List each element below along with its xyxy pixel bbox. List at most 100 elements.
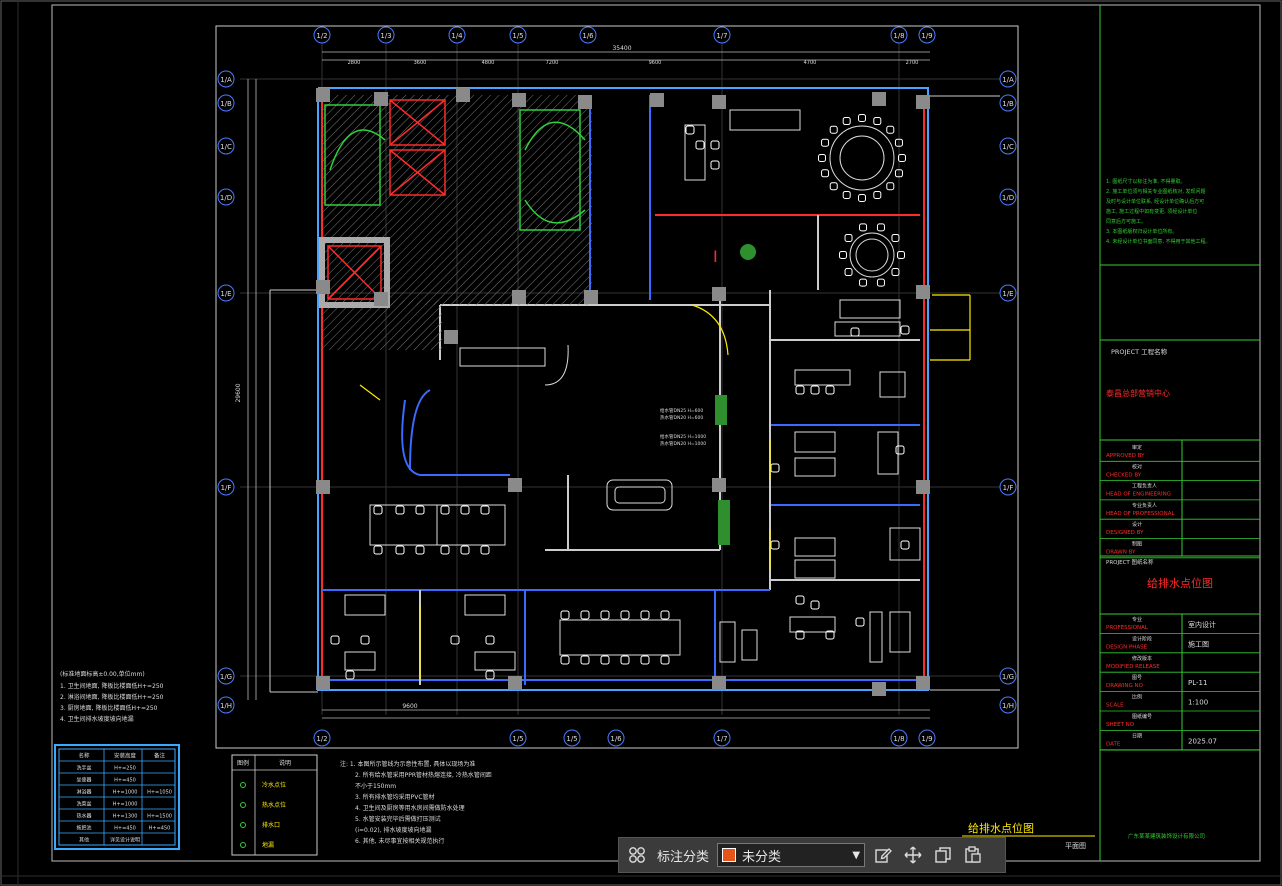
notes-line: 2. 淋浴间地面, 降板比楼面低H+=250 xyxy=(60,693,164,701)
svg-text:1/3: 1/3 xyxy=(380,32,391,40)
signature-row-cn: 校对 xyxy=(1132,463,1142,470)
grid-bubble-top-0: 1/2 xyxy=(313,26,331,44)
legend-cell: H+=1000 xyxy=(113,801,138,807)
symbol-icon xyxy=(240,782,246,788)
symbol-legend-label: 冷水点位 xyxy=(262,781,286,789)
svg-text:1/8: 1/8 xyxy=(893,32,904,40)
signature-row-cn: 专业负责人 xyxy=(1132,502,1157,509)
grid-bubble-left-4: 1/E xyxy=(217,284,235,302)
water-point-label: 热水管DN20 H=600 xyxy=(660,414,703,421)
grid-bubble-bottom-1: 1/5 xyxy=(509,729,527,747)
signature-row-en: CHECKED BY xyxy=(1106,472,1142,478)
svg-text:1/6: 1/6 xyxy=(610,735,622,743)
svg-text:1/D: 1/D xyxy=(220,194,232,202)
grid-bubble-bottom-4: 1/7 xyxy=(713,729,731,747)
svg-text:1/E: 1/E xyxy=(1002,290,1013,298)
grid-bubble-top-6: 1/8 xyxy=(890,26,908,44)
svg-text:1/9: 1/9 xyxy=(921,32,932,40)
info-row-en: DESIGN PHASE xyxy=(1106,644,1148,650)
general-note-line: 不小于150mm xyxy=(355,782,396,790)
legend-header: 安装高度 xyxy=(114,751,137,759)
category-select[interactable]: 未分类 ▼ xyxy=(717,843,866,867)
info-row-en: PROFESSIONAL xyxy=(1106,625,1149,631)
legend-cell: 详见设计说明 xyxy=(110,836,140,843)
legend-cell: 其他 xyxy=(79,836,89,843)
legend-cell: H+=1500 xyxy=(147,813,172,819)
drawing-area-border xyxy=(215,25,1019,749)
left-notes: (标准地面标高±0.00,单位mm)1. 卫生间地面, 降板比楼面低H+=250… xyxy=(60,670,164,723)
dim-top-label: 3600 xyxy=(414,60,427,66)
symbol-icon xyxy=(240,802,246,808)
svg-text:1/B: 1/B xyxy=(1002,100,1014,108)
dim-bottom-label: 9600 xyxy=(402,703,417,710)
signature-row-cn: 制图 xyxy=(1132,541,1142,548)
signature-row-cn: 审定 xyxy=(1132,444,1142,451)
drawing-scale-label: 平面图 xyxy=(1065,842,1086,850)
info-row-cn: 图纸编号 xyxy=(1132,713,1152,720)
project-label: PROJECT 工程名称 xyxy=(1111,347,1168,356)
legend-cell: 淋浴器 xyxy=(76,788,91,795)
legend-cell: 热水器 xyxy=(76,812,91,819)
grid-bubble-bottom-0: 1/2 xyxy=(313,729,331,747)
grid-bubble-left-7: 1/H xyxy=(217,696,235,714)
structural-columns xyxy=(316,88,930,696)
title-block-note: 1. 图纸尺寸以标注为准, 不得量取。 xyxy=(1106,178,1186,185)
info-row-en: DRAWING NO xyxy=(1106,683,1144,689)
legend-cell: 拖把池 xyxy=(76,824,91,831)
grid-bubble-right-6: 1/G xyxy=(999,667,1017,685)
drawing-name-label: PROJECT 图纸名称 xyxy=(1106,558,1154,566)
grid-bubble-right-3: 1/D xyxy=(999,188,1017,206)
dim-top-label: 4700 xyxy=(804,60,817,66)
move-icon[interactable] xyxy=(901,843,925,867)
general-note-line: (i=0.02), 排水坡度坡向地漏 xyxy=(355,826,432,834)
svg-text:1/D: 1/D xyxy=(1002,194,1014,202)
info-row-en: SHEET NO xyxy=(1106,722,1135,728)
project-name: 泰昌总部营销中心 xyxy=(1106,388,1170,398)
drawing-name: 给排水点位图 xyxy=(1147,576,1213,590)
drawing-title-label: 给排水点位图 xyxy=(968,821,1034,835)
grid-icon[interactable] xyxy=(625,843,649,867)
stairs-and-elevators xyxy=(319,99,586,308)
title-block-note: 2. 施工单位须与相关专业图纸核对, 发现问题 xyxy=(1106,188,1206,195)
water-point-label: 给水管DN25 H=600 xyxy=(660,407,703,414)
grid-bubble-top-2: 1/4 xyxy=(448,26,466,44)
legend-header: 备注 xyxy=(154,751,166,759)
svg-text:1/5: 1/5 xyxy=(512,32,523,40)
grid-bubble-bottom-5: 1/8 xyxy=(890,729,908,747)
svg-text:1/7: 1/7 xyxy=(716,735,727,743)
signature-row-en: HEAD OF PROFESSIONAL xyxy=(1106,511,1176,517)
category-select-value: 未分类 xyxy=(742,849,782,865)
grid-bubble-top-5: 1/7 xyxy=(713,26,731,44)
dim-top-label: 7200 xyxy=(546,60,559,66)
legend-cell: H+=1050 xyxy=(147,789,172,795)
info-row-value: 1:100 xyxy=(1188,699,1208,707)
title-block-content: 1. 图纸尺寸以标注为准, 不得量取。 2. 施工单位须与相关专业图纸核对, 发现… xyxy=(1100,178,1260,840)
legend-cell: H+=1000 xyxy=(113,789,138,795)
svg-text:1/8: 1/8 xyxy=(893,735,904,743)
grid-bubble-top-3: 1/5 xyxy=(509,26,527,44)
title-block-note: 及时与设计单位联系, 经设计单位确认后方可 xyxy=(1106,198,1204,205)
svg-text:1/F: 1/F xyxy=(1003,484,1014,492)
svg-text:1/7: 1/7 xyxy=(716,32,727,40)
paste-icon[interactable] xyxy=(961,843,985,867)
legend-cell: H+=450 xyxy=(114,825,136,831)
svg-text:1/5: 1/5 xyxy=(512,735,523,743)
signature-row-en: APPROVED BY xyxy=(1106,453,1145,459)
signature-row-en: HEAD OF ENGINEERING xyxy=(1106,492,1171,498)
grid-bubble-bottom-3: 1/6 xyxy=(607,729,625,747)
title-block-note: 3. 本图纸版权归设计单位所有。 xyxy=(1106,228,1177,235)
signature-row-cn: 设计 xyxy=(1132,521,1142,528)
grid-bubble-right-7: 1/H xyxy=(999,696,1017,714)
svg-text:1/B: 1/B xyxy=(220,100,232,108)
dim-top-label: 2800 xyxy=(348,60,361,66)
copy-icon[interactable] xyxy=(931,843,955,867)
info-row-en: DATE xyxy=(1106,741,1121,747)
dim-top-label: 9600 xyxy=(649,60,662,66)
svg-text:1/2: 1/2 xyxy=(316,32,327,40)
info-row-cn: 专业 xyxy=(1132,616,1142,623)
edit-icon[interactable] xyxy=(871,843,895,867)
